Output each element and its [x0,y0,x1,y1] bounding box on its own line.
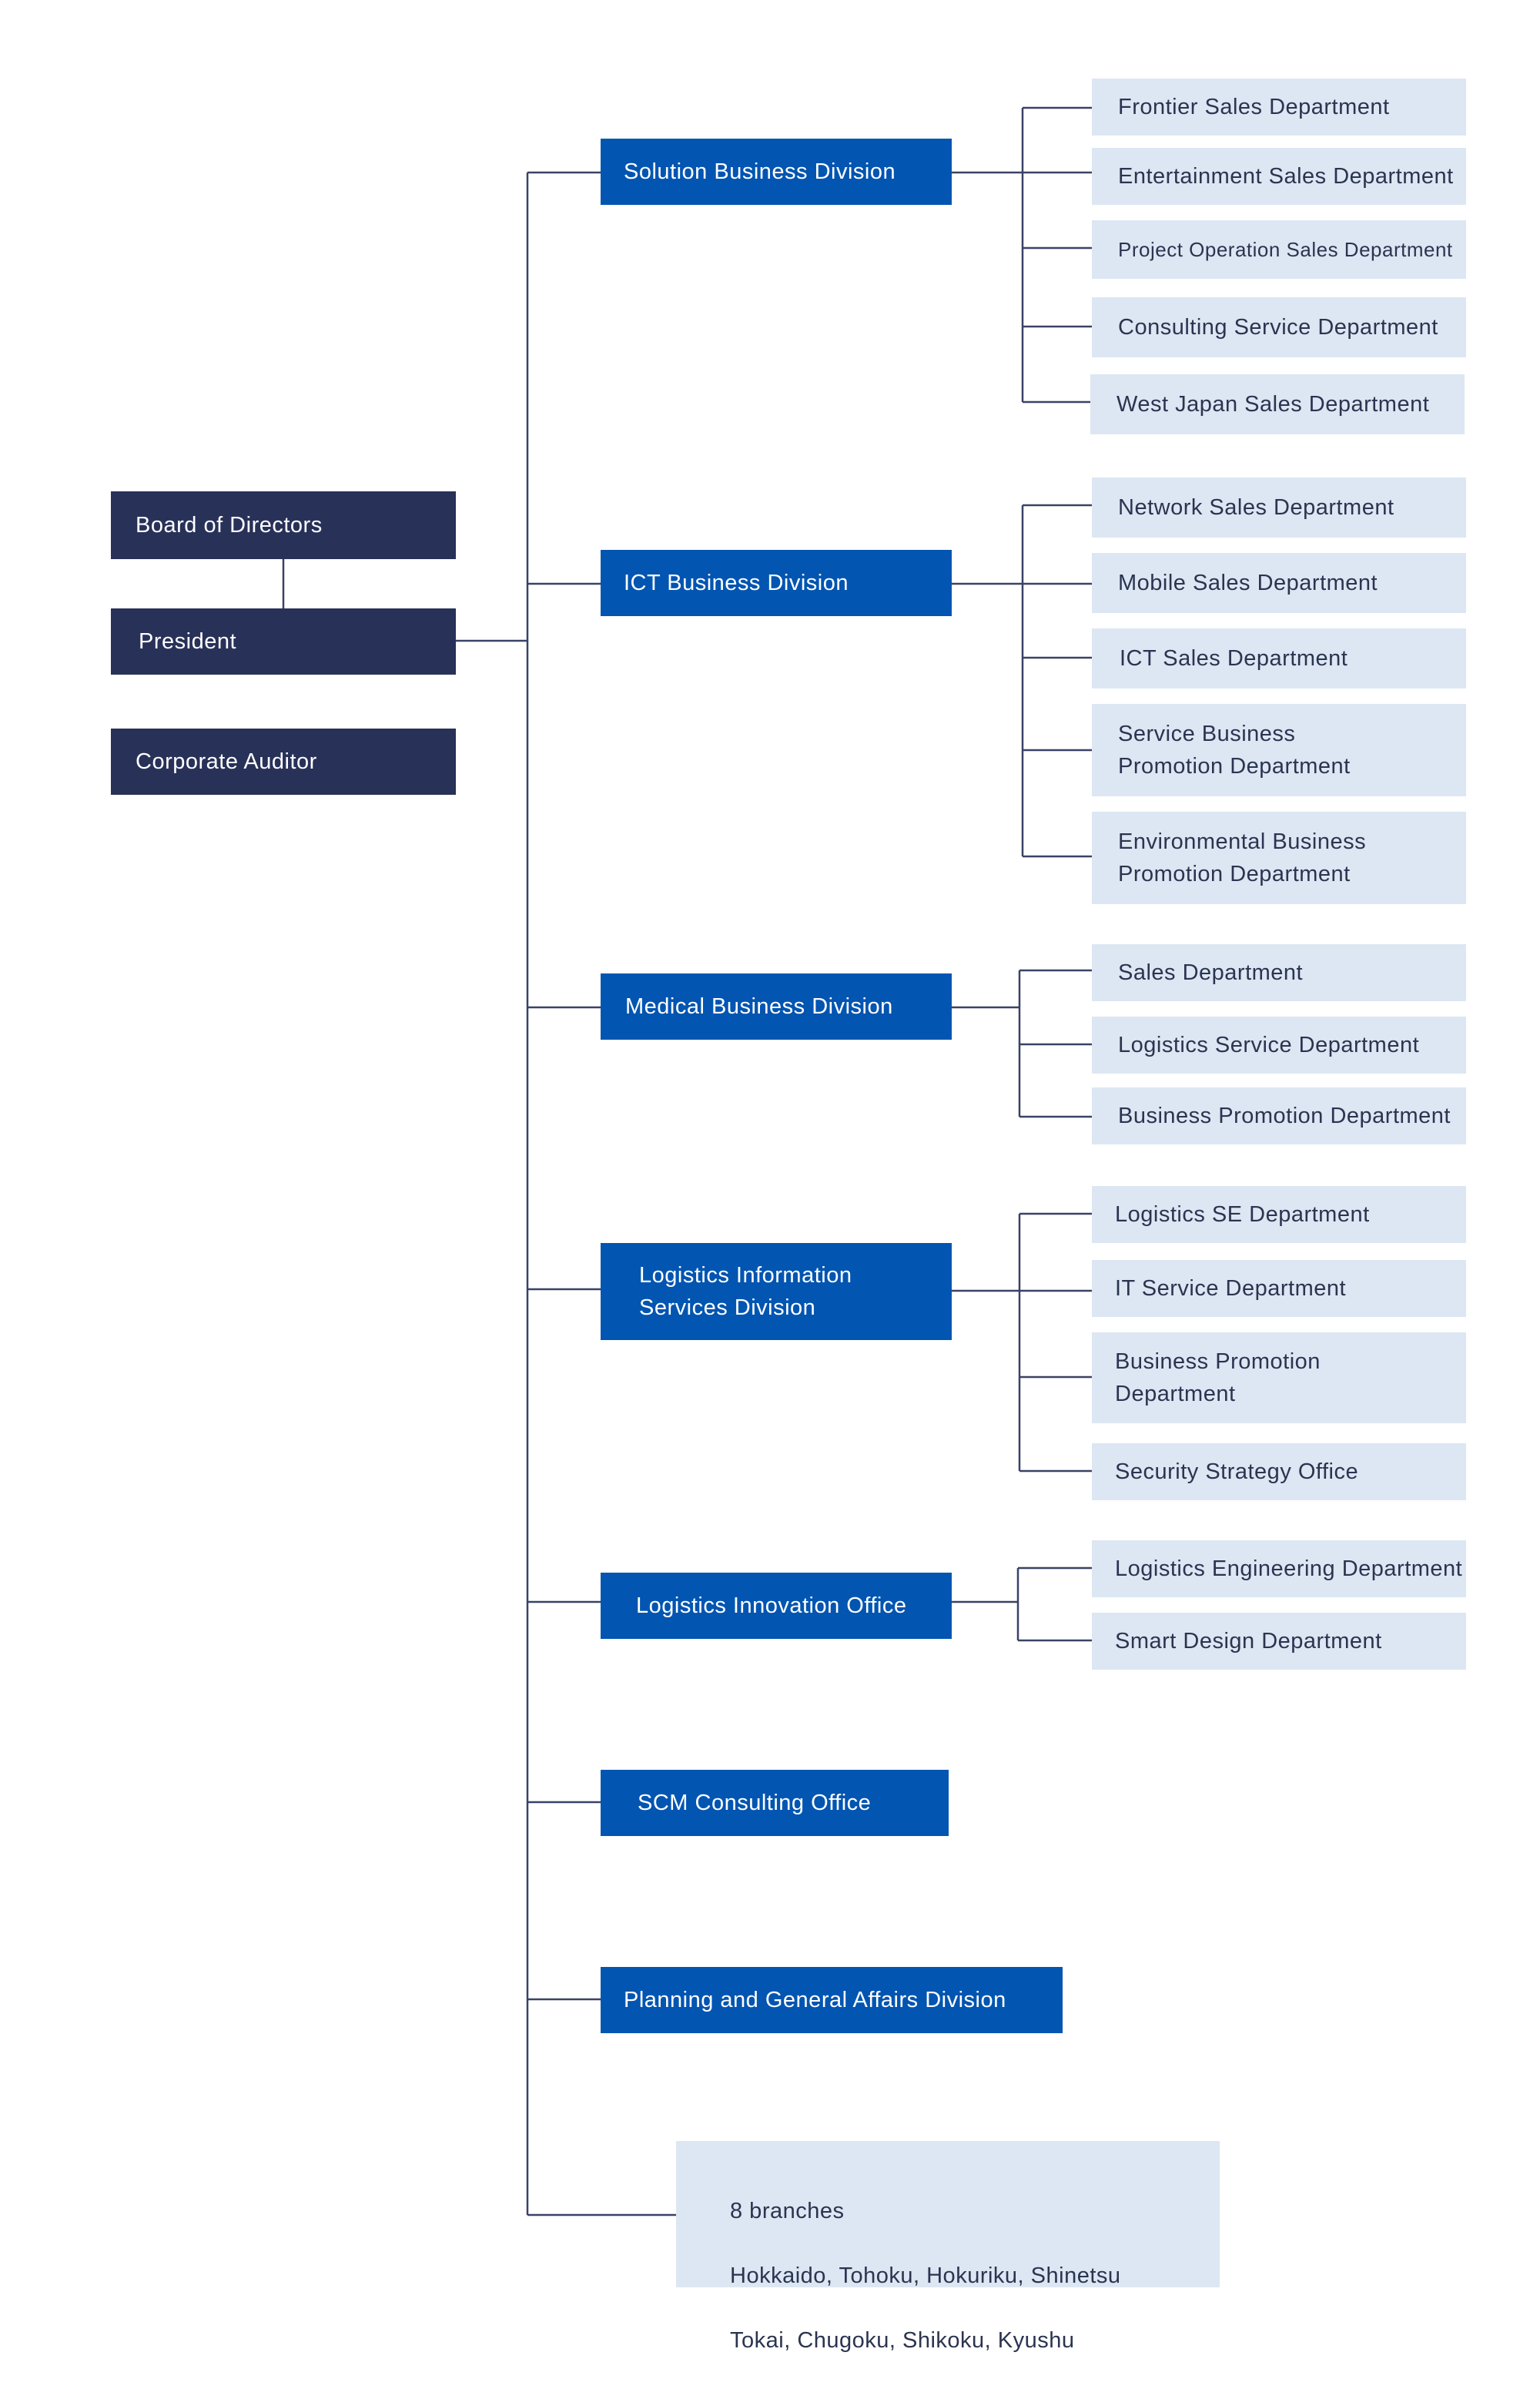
division-label: Medical Business Division [625,994,893,1019]
department-label: Service Business Promotion Department [1118,722,1351,779]
department-box: Business Promotion Department [1092,1087,1466,1144]
department-label: IT Service Department [1115,1276,1347,1301]
department-box: Business Promotion Department [1092,1332,1466,1423]
department-box: Mobile Sales Department [1092,553,1466,613]
division-solution-business: Solution Business Division [601,139,952,205]
department-label: Smart Design Department [1115,1629,1382,1654]
department-box: Logistics Engineering Department [1092,1540,1466,1597]
department-label: Security Strategy Office [1115,1459,1359,1484]
department-box: Logistics Service Department [1092,1017,1466,1074]
department-label: Logistics Engineering Department [1115,1556,1463,1581]
department-label: Logistics Service Department [1118,1033,1420,1057]
division-planning-general-affairs: Planning and General Affairs Division [601,1967,1063,2033]
branches-line-1: Hokkaido, Tohoku, Hokuriku, Shinetsu [730,2263,1121,2288]
division-ict-business: ICT Business Division [601,550,952,616]
department-box: Network Sales Department [1092,477,1466,538]
board-of-directors-box: Board of Directors [111,491,456,559]
department-label: Mobile Sales Department [1118,571,1378,595]
department-box: Consulting Service Department [1092,297,1466,357]
division-label: ICT Business Division [624,571,849,595]
department-label: Network Sales Department [1118,495,1394,520]
division-label: Logistics Innovation Office [636,1593,907,1618]
department-box: ICT Sales Department [1092,628,1466,689]
president-label: President [139,629,237,654]
department-box: Sales Department [1092,944,1466,1001]
department-label: Business Promotion Department [1118,1104,1451,1128]
department-label: Entertainment Sales Department [1118,164,1454,189]
department-label: Frontier Sales Department [1118,95,1390,119]
branches-box: 8 branches Hokkaido, Tohoku, Hokuriku, S… [676,2141,1220,2353]
division-medical-business: Medical Business Division [601,973,952,1040]
department-box: Smart Design Department [1092,1613,1466,1670]
division-label: SCM Consulting Office [638,1791,872,1815]
corporate-auditor-box: Corporate Auditor [111,729,456,795]
department-box: Environmental Business Promotion Departm… [1092,812,1466,904]
division-label: Solution Business Division [624,159,896,184]
division-logistics-innovation-office: Logistics Innovation Office [601,1573,952,1639]
board-of-directors-label: Board of Directors [136,513,323,538]
department-box: Project Operation Sales Department [1092,220,1466,279]
president-box: President [111,608,456,675]
division-label: Planning and General Affairs Division [624,1988,1006,2012]
department-box: IT Service Department [1092,1260,1466,1317]
department-label: Project Operation Sales Department [1118,238,1453,261]
department-label: ICT Sales Department [1120,646,1348,671]
department-box: West Japan Sales Department [1090,374,1465,434]
department-box: Entertainment Sales Department [1092,148,1466,205]
division-scm-consulting-office: SCM Consulting Office [601,1770,949,1836]
department-box: Logistics SE Department [1092,1186,1466,1243]
department-box: Frontier Sales Department [1092,79,1466,136]
department-label: Consulting Service Department [1118,315,1438,340]
department-box: Security Strategy Office [1092,1443,1466,1500]
branches-line-2: Tokai, Chugoku, Shikoku, Kyushu [730,2328,1075,2353]
department-label: Business Promotion Department [1115,1349,1321,1406]
department-label: Environmental Business Promotion Departm… [1118,829,1367,886]
department-label: Sales Department [1118,960,1304,985]
department-box: Service Business Promotion Department [1092,704,1466,796]
division-label: Logistics Information Services Division [639,1263,852,1320]
department-label: Logistics SE Department [1115,1202,1370,1227]
branches-title: 8 branches [730,2199,845,2223]
division-logistics-information-services: Logistics Information Services Division [601,1243,952,1340]
department-label: West Japan Sales Department [1116,392,1430,417]
corporate-auditor-label: Corporate Auditor [136,749,317,774]
